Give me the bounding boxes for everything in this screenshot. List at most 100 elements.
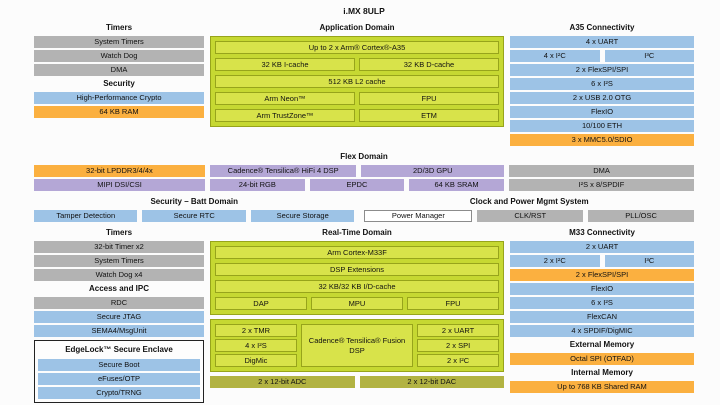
block-row: 6 x I²S xyxy=(510,297,694,309)
block-2-x-12-bit-dac: 2 x 12-bit DAC xyxy=(359,376,504,388)
block-row: 2 x FlexSPI/SPI xyxy=(510,269,694,281)
block-secure-rtc: Secure RTC xyxy=(142,210,246,222)
block-3-x-mmc5-0-sdio: 3 x MMC5.0/SDIO xyxy=(510,134,694,146)
block-epdc: EPDC xyxy=(309,179,405,191)
block-row: 2 x UART xyxy=(417,324,499,337)
page-title: i.MX 8ULP xyxy=(343,6,385,16)
block-row: RDC xyxy=(34,297,204,309)
block-row: 4 x SPDIF/DigMIC xyxy=(510,325,694,337)
block-row: Watch Dog xyxy=(34,50,204,62)
block-watch-dog-x4: Watch Dog x4 xyxy=(34,269,204,281)
block-secure-storage: Secure Storage xyxy=(250,210,355,222)
block-tamper-detection: Tamper Detection xyxy=(34,210,138,222)
block-2-x-tmr: 2 x TMR xyxy=(215,324,297,337)
block-system-timers: System Timers xyxy=(34,255,204,267)
block-64-kb-sram: 64 KB SRAM xyxy=(409,179,504,191)
block-mipi-dsi-csi: MIPI DSI/CSI xyxy=(34,179,206,191)
block-24-bit-rgb: 24-bit RGB xyxy=(210,179,305,191)
m33-connectivity-header: M33 Connectivity xyxy=(569,228,635,237)
block-row: 6 x I²S xyxy=(510,78,694,90)
block-2-x-flexspi-spi: 2 x FlexSPI/SPI xyxy=(510,269,694,281)
block-row: Arm TrustZone™ ETM xyxy=(215,109,499,122)
block-row: 4 x I²S xyxy=(215,339,297,352)
fusion-dsp-box: 2 x TMR 4 x I²S DigMic Cadence® Tensilica®… xyxy=(210,319,504,372)
block-512-kb-l2-cache: 512 KB L2 cache xyxy=(215,75,499,88)
adc-dac-rows: 2 x 12-bit ADC 2 x 12-bit DAC xyxy=(210,376,504,388)
block-10-100-eth: 10/100 ETH xyxy=(510,120,694,132)
block-row: 4 x UART xyxy=(510,36,694,48)
block-efuses-otp: eFuses/OTP xyxy=(38,373,200,385)
application-domain-section: Application Domain Up to 2 x Arm® Cortex… xyxy=(210,22,504,127)
flex-domain-header: Flex Domain xyxy=(340,152,388,161)
block-dsp-extensions: DSP Extensions xyxy=(215,263,499,276)
block-32-bit-lpddr3-4-4x: 32-bit LPDDR3/4/4x xyxy=(34,165,205,177)
block-up-to-768-kb-shared-ram: Up to 768 KB Shared RAM xyxy=(510,381,694,393)
edgelock-rows: Secure Boot eFuses/OTP Crypto/TRNG xyxy=(38,359,200,399)
clock-power-header: Clock and Power Mgmt System xyxy=(469,197,589,206)
block-mpu: MPU xyxy=(311,297,403,310)
block-row: DSP Extensions xyxy=(215,263,499,276)
block-row: External Memory xyxy=(510,339,694,351)
block-6-x-i-s: 6 x I²S xyxy=(510,78,694,90)
block-row: 64 KB RAM xyxy=(34,106,204,118)
block-row: Crypto/TRNG xyxy=(38,387,200,399)
block-2d-3d-gpu: 2D/3D GPU xyxy=(361,165,505,177)
block-fpu: FPU xyxy=(359,92,499,105)
block-flexio: FlexIO xyxy=(510,106,694,118)
block-fusion-dsp: Cadence® Tensilica® Fusion DSP xyxy=(300,324,414,367)
block-flexcan: FlexCAN xyxy=(510,311,694,323)
block-row: 3 x MMC5.0/SDIO xyxy=(510,134,694,146)
block-row: Timers xyxy=(34,22,204,34)
block-secure-jtag: Secure JTAG xyxy=(34,311,204,323)
block-i-c: I³C xyxy=(604,255,694,267)
block-row: 10/100 ETH xyxy=(510,120,694,132)
block-32-kb-d-cache: 32 KB D-cache xyxy=(359,58,499,71)
block-row: Secure Boot xyxy=(38,359,200,371)
block-row: FlexCAN xyxy=(510,311,694,323)
block-arm-trustzone: Arm TrustZone™ xyxy=(215,109,355,122)
block-arm-neon: Arm Neon™ xyxy=(215,92,355,105)
block-etm: ETM xyxy=(359,109,499,122)
section-label-timers: Timers xyxy=(105,228,133,237)
block-row: SEMA4/MsgUnit xyxy=(34,325,204,337)
block-up-to-2-x-arm-cortex-a35: Up to 2 x Arm® Cortex®-A35 xyxy=(215,41,499,54)
block-secure-boot: Secure Boot xyxy=(38,359,200,371)
block-sema4-msgunit: SEMA4/MsgUnit xyxy=(34,325,204,337)
block-2-x-12-bit-adc: 2 x 12-bit ADC xyxy=(210,376,355,388)
block-2-x-uart: 2 x UART xyxy=(510,241,694,253)
block-dma: DMA xyxy=(509,165,694,177)
block-row: Access and IPC xyxy=(34,283,204,295)
block-dma: DMA xyxy=(34,64,204,76)
block-octal-spi-otfad: Octal SPI (OTFAD) xyxy=(510,353,694,365)
block-row: System Timers xyxy=(34,255,204,267)
block-row: DMA xyxy=(34,64,204,76)
block-4-x-uart: 4 x UART xyxy=(510,36,694,48)
block-row: DigMic xyxy=(215,354,297,367)
block-i-s-x-8-spdif: I²S x 8/SPDIF xyxy=(508,179,694,191)
block-row: High-Performance Crypto xyxy=(34,92,204,104)
edgelock-header: EdgeLock™ Secure Enclave xyxy=(65,345,173,354)
block-fpu: FPU xyxy=(407,297,499,310)
block-row: eFuses/OTP xyxy=(38,373,200,385)
fusion-dsp-left-cells: 2 x TMR 4 x I²S DigMic xyxy=(215,324,297,367)
block-power-manager: Power Manager xyxy=(364,210,473,222)
block-row: Octal SPI (OTFAD) xyxy=(510,353,694,365)
block-row: FlexIO xyxy=(510,283,694,295)
block-row: Internal Memory xyxy=(510,367,694,379)
application-domain-header: Application Domain xyxy=(319,23,395,32)
